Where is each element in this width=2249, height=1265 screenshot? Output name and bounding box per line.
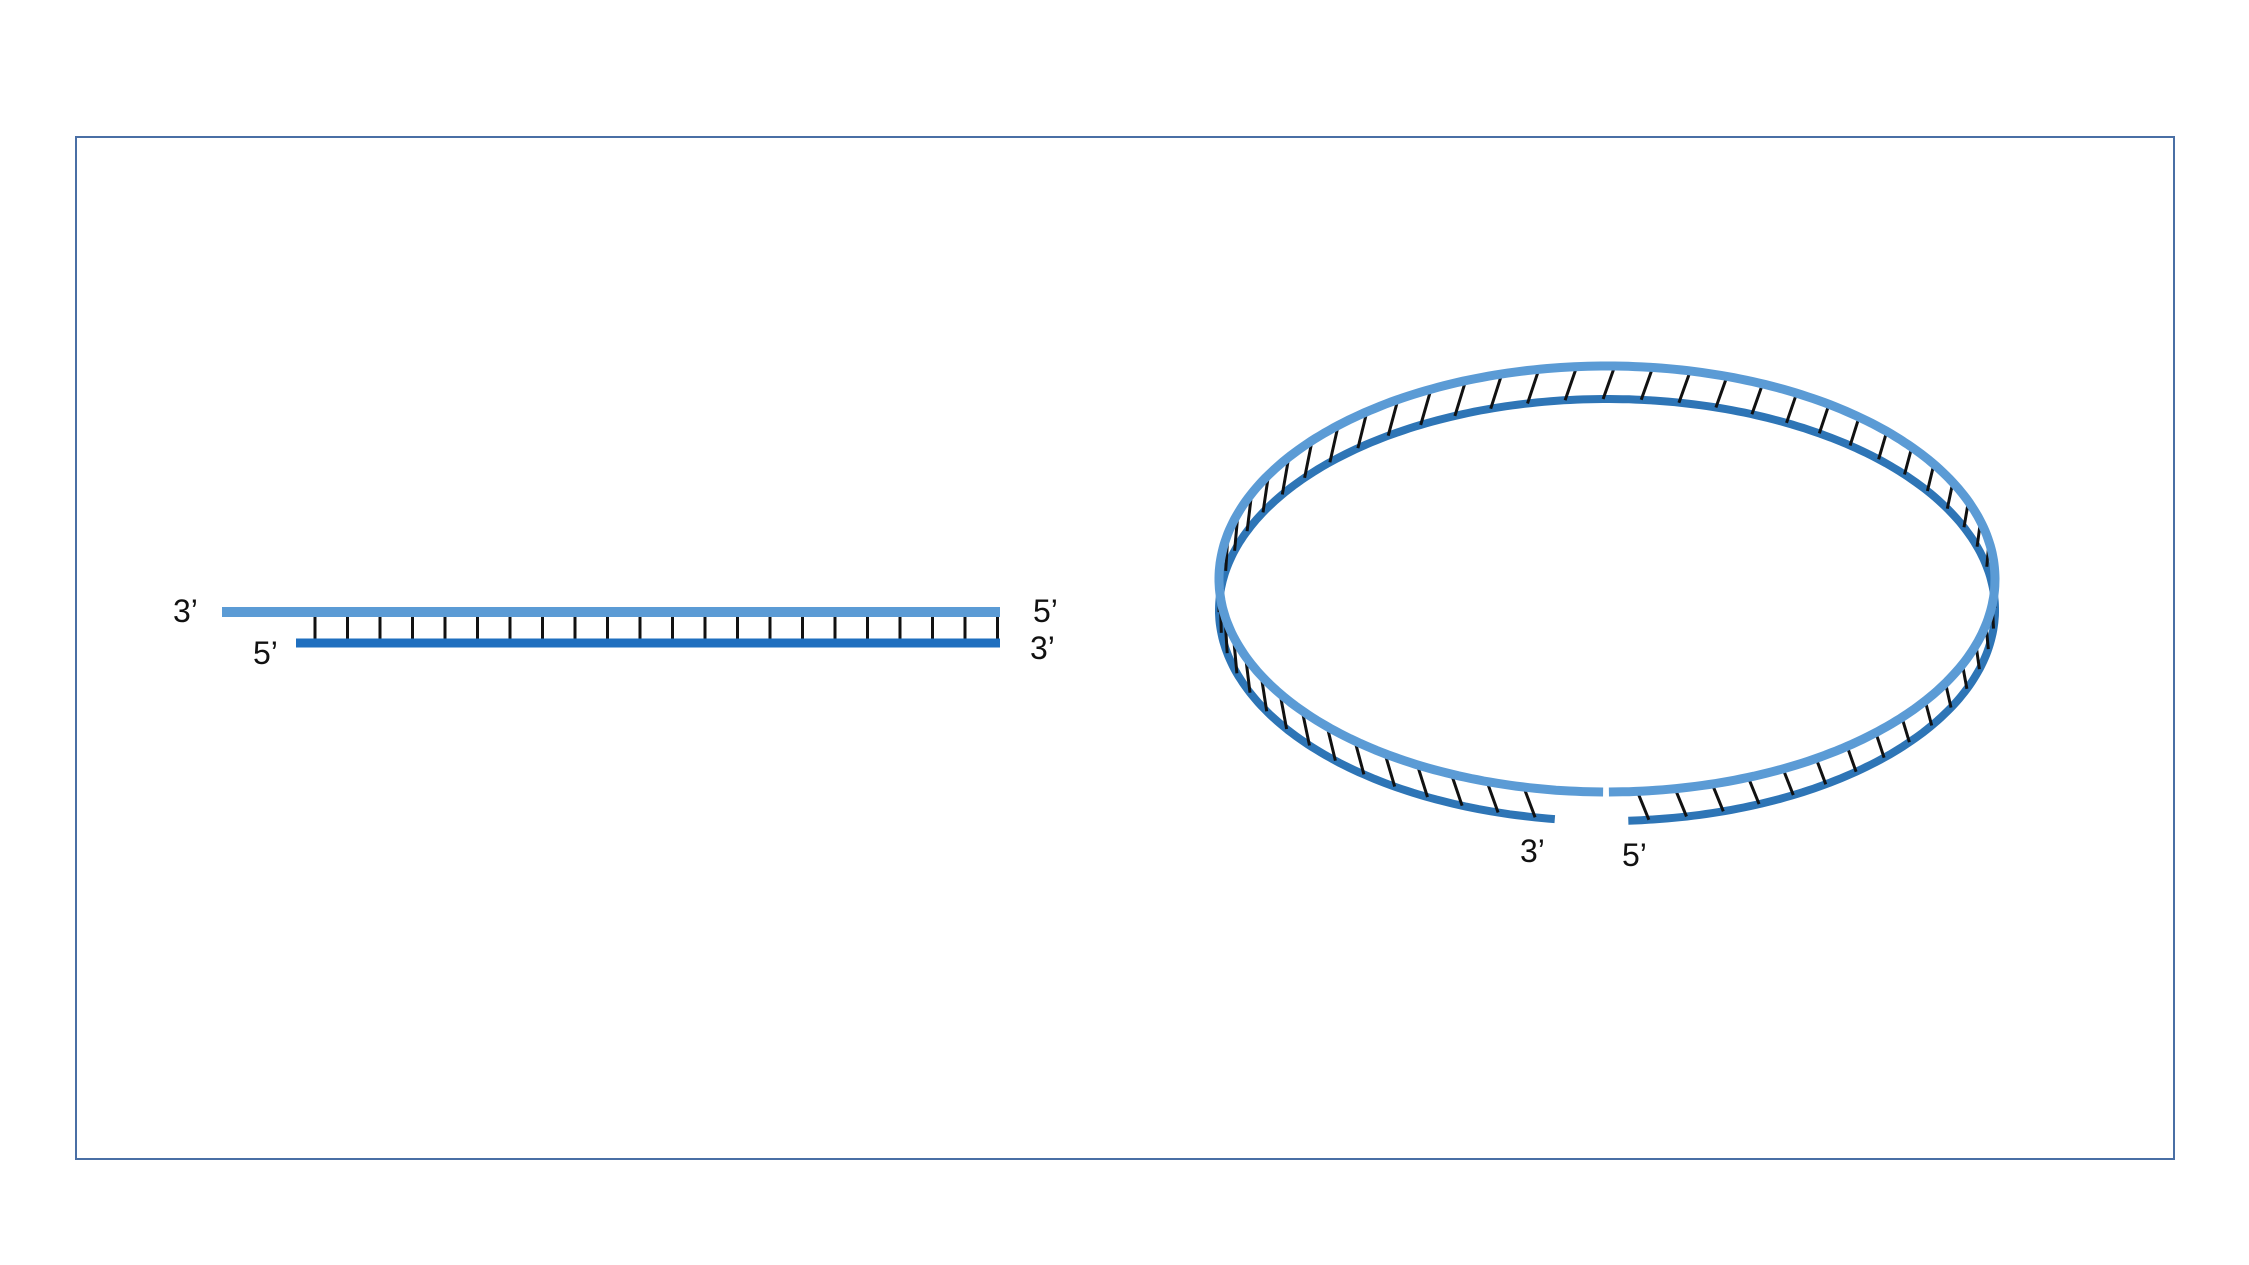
linear-base-pairs [313, 616, 999, 639]
base-pair-rung [1677, 370, 1692, 404]
base-pair-rung [1453, 380, 1468, 417]
base-pair-rung [1303, 440, 1314, 479]
circular-base-pairs [1217, 365, 1997, 821]
linear-top-left-label: 3’ [173, 593, 198, 629]
base-pair-rung [1710, 783, 1725, 812]
base-pair-rung [1814, 757, 1828, 785]
diagram-frame [75, 136, 2175, 1160]
base-pair-rung [1714, 375, 1729, 409]
circular-3prime-label: 3’ [1520, 833, 1545, 869]
base-pair-rung [1848, 416, 1861, 447]
base-pair-rung [1449, 773, 1464, 807]
circular-dark-strand [1215, 395, 1999, 825]
base-pair-rung [1522, 786, 1537, 818]
linear-top-right-label: 5’ [1033, 593, 1058, 629]
base-pair-rung [1526, 368, 1541, 404]
circular-light-strand [1214, 361, 2000, 797]
base-pair-rung [1750, 383, 1765, 415]
linear-dna: 3’ 5’ 5’ 3’ [173, 593, 1058, 671]
base-pair-rung [1383, 753, 1397, 788]
base-pair-rung [1489, 373, 1504, 410]
base-pair-rung [1785, 392, 1799, 424]
base-pair-rung [1746, 776, 1761, 805]
base-pair-rung [1386, 399, 1400, 437]
base-pair-rung [1673, 788, 1688, 818]
base-pair-rung [1415, 764, 1429, 798]
circular-dna: 3’ 5’ [1214, 361, 2000, 873]
linear-bottom-left-label: 5’ [253, 635, 278, 671]
base-pair-rung [1419, 388, 1433, 426]
base-pair-rung [1601, 365, 1617, 400]
base-pair-rung [1485, 781, 1500, 814]
base-pair-rung [1639, 366, 1655, 401]
base-pair-rung [1877, 430, 1889, 460]
linear-bottom-right-label: 3’ [1030, 630, 1055, 666]
base-pair-rung [1635, 790, 1651, 821]
base-pair-rung [1328, 425, 1340, 463]
base-pair-rung [1563, 366, 1579, 401]
base-pair-rung [1781, 768, 1795, 796]
base-pair-rung [1356, 411, 1369, 449]
circular-5prime-label: 5’ [1622, 837, 1647, 873]
base-pair-rung [1817, 403, 1831, 434]
